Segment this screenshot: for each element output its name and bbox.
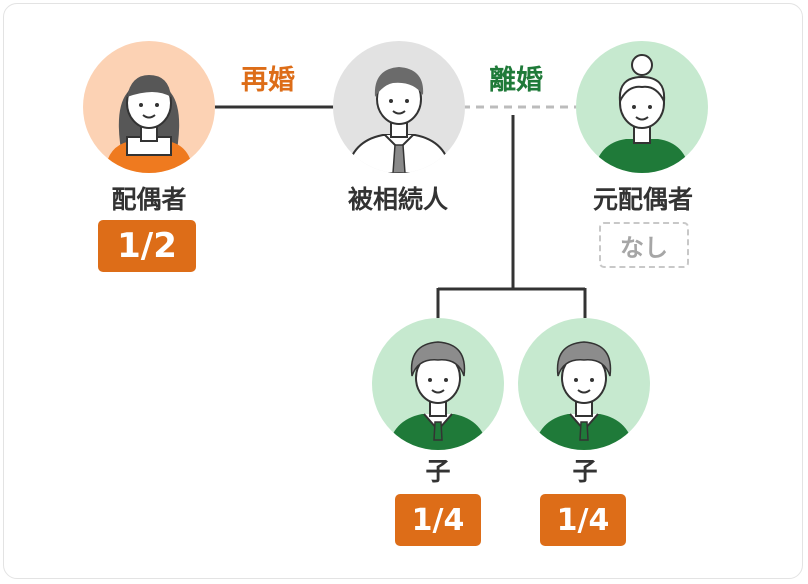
spouse-name: 配偶者 [111,185,187,214]
child1-share-badge: 1/4 [395,494,481,546]
former-spouse-share-badge: なし [599,222,689,268]
child1-avatar [372,318,504,450]
child2-avatar [518,318,650,450]
former-spouse-avatar [576,41,708,173]
spouse-share-badge: 1/2 [98,220,196,272]
remarriage-label: 再婚 [241,65,295,96]
decedent-avatar [333,41,465,173]
divorce-label: 離婚 [489,65,543,96]
former-spouse-name: 元配偶者 [592,185,694,214]
child2-share-badge: 1/4 [540,494,626,546]
child1-name: 子 [425,457,451,486]
spouse-avatar [83,41,215,173]
decedent-name: 被相続人 [347,185,449,214]
child2-name: 子 [572,457,598,486]
